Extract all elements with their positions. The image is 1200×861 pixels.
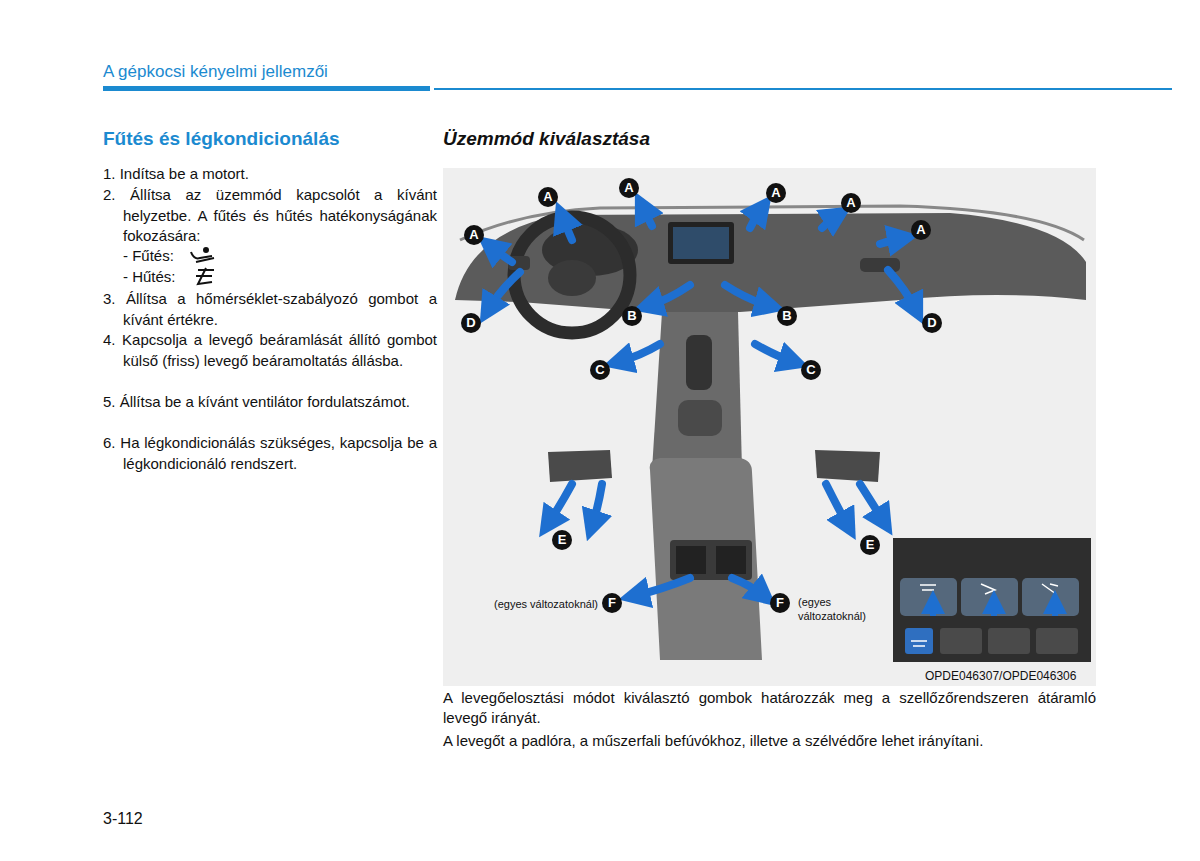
callout-letter: A [841, 193, 861, 213]
callout-letter: C [801, 360, 821, 380]
step-text: 2. Állítsa az üzemmód kapcsolót a kívánt… [103, 185, 437, 247]
callout-letter: A [464, 225, 484, 245]
step-text: 1. Indítsa be a motort. [103, 164, 437, 185]
sub-item: - Hűtés: [123, 267, 176, 288]
variant-note: (egyes változatoknál) [470, 597, 598, 611]
sub-item: - Fűtés: [123, 246, 174, 267]
variant-note: (egyes változatoknál) [798, 595, 886, 623]
step-text: 6. Ha légkondicionálás szükséges, kapcso… [103, 433, 437, 474]
body-text: A levegőt a padlóra, a műszerfali befúvó… [443, 731, 1096, 751]
cooling-icon [196, 268, 214, 284]
section-heading: Fűtés és légkondicionálás [103, 128, 340, 150]
page-header: A gépkocsi kényelmi jellemzői [103, 62, 328, 82]
step-text: 4. Kapcsolja a levegő beáramlását állító… [103, 330, 437, 371]
callout-letter: D [461, 313, 481, 333]
callout-letter: A [766, 183, 786, 203]
callout-letter: F [602, 593, 622, 613]
heating-icon [191, 248, 214, 262]
callout-letter: A [538, 187, 558, 207]
header-rule [434, 88, 1172, 90]
armrest [650, 458, 762, 660]
seat-vent-left [548, 450, 612, 482]
callout-letter: A [911, 220, 931, 240]
figure-ground [443, 168, 1096, 686]
callout-letter: F [770, 593, 790, 613]
callout-letter: E [860, 535, 880, 555]
step-text: 3. Állítsa a hőmérséklet-szabályozó gomb… [103, 289, 437, 330]
callout-letter: B [777, 306, 797, 326]
callout-letter: B [622, 306, 642, 326]
step-text: 5. Állítsa be a kívánt ventilátor fordul… [103, 392, 437, 413]
image-code: OPDE046307/OPDE046306 [925, 669, 1076, 683]
steering-wheel [514, 217, 630, 333]
figure-heading: Üzemmód kiválasztása [443, 128, 650, 150]
inset-panel [893, 538, 1091, 662]
callout-letter: A [619, 178, 639, 198]
screen [668, 222, 734, 264]
airflow-arrows [488, 206, 916, 596]
body-text: A levegőelosztási módot kiválasztó gombo… [443, 688, 1096, 728]
header-bar [103, 86, 430, 91]
center-console [652, 312, 742, 470]
page-number: 3-112 [103, 810, 143, 828]
rear-vent [670, 540, 752, 580]
callout-letter: C [590, 360, 610, 380]
callout-letter: D [922, 313, 942, 333]
callout-letter: E [552, 530, 572, 550]
seat-vent-right [815, 450, 880, 482]
